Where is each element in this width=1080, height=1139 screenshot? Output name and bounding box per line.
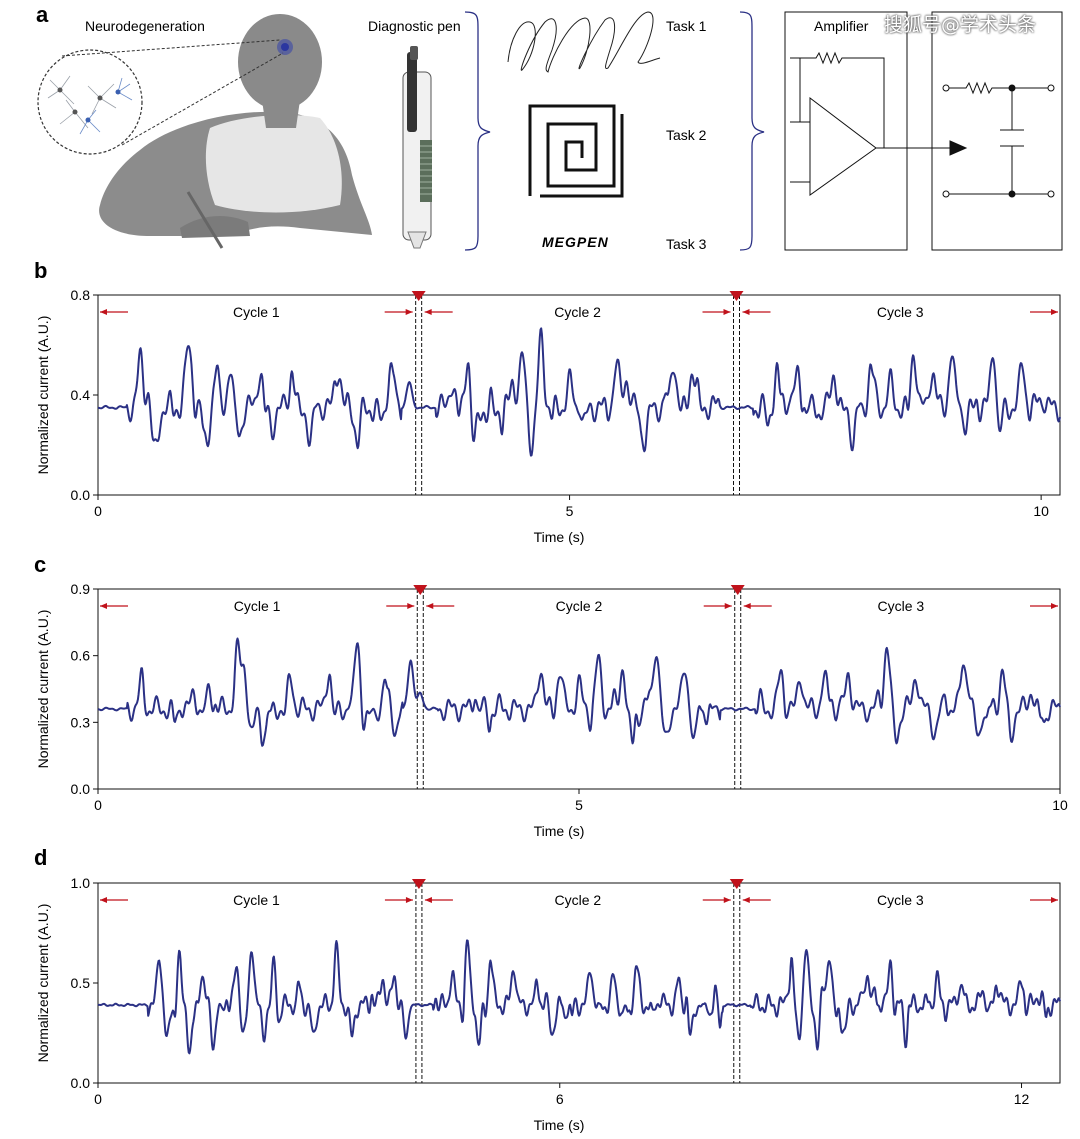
plot-frame — [97, 588, 1061, 790]
task2-square-spiral — [528, 104, 616, 196]
plot-frame — [97, 882, 1061, 1084]
cycle-label: Cycle 1 — [234, 598, 281, 614]
task-2-label: Task 2 — [666, 127, 707, 143]
cycle-label: Cycle 2 — [556, 598, 603, 614]
cycle-arrow-left-head — [424, 897, 432, 903]
x-tick-label: 0 — [94, 1091, 102, 1107]
cycle-arrow-right-head — [723, 309, 731, 315]
cycle-arrow-right-head — [405, 309, 413, 315]
y-tick-label: 0.9 — [71, 581, 91, 597]
brain-highlight-core — [281, 43, 289, 51]
watermark-text: 搜狐号@学术头条 — [884, 14, 1037, 36]
neurons-magnifier — [37, 39, 284, 155]
y-tick-label: 0.0 — [71, 487, 91, 503]
cycle-arrow-right-head — [405, 897, 413, 903]
y-axis-label: Normalized current (A.U.) — [35, 610, 51, 769]
cycle-boundary-marker — [411, 879, 426, 889]
y-tick-label: 0.5 — [71, 975, 91, 991]
cycle-arrow-left-head — [426, 603, 434, 609]
cycle-boundary-marker — [730, 585, 745, 595]
left-brace — [464, 11, 491, 251]
y-tick-label: 1.0 — [71, 875, 91, 891]
plot-frame — [97, 294, 1061, 496]
cycle-arrow-right-head — [1051, 603, 1058, 609]
cycle-boundary-marker — [413, 585, 428, 595]
x-tick-label: 12 — [1014, 1091, 1030, 1107]
cycle-arrow-left-head — [424, 309, 432, 315]
cycle-label: Cycle 3 — [878, 598, 925, 614]
diagnostic-pen-icon — [402, 46, 432, 249]
cycle-arrow-left-head — [100, 603, 107, 609]
cycle-boundary-marker — [729, 291, 744, 301]
x-axis-label: Time (s) — [534, 823, 585, 839]
x-tick-label: 6 — [556, 1091, 564, 1107]
megpen-handwriting: MEGPEN — [542, 234, 609, 250]
cycle-boundary-marker — [729, 879, 744, 889]
x-tick-label: 0 — [94, 797, 102, 813]
task-1-label: Task 1 — [666, 18, 707, 34]
y-tick-label: 0.4 — [71, 387, 91, 403]
neurodegeneration-label: Neurodegeneration — [85, 18, 205, 34]
cycle-label: Cycle 2 — [555, 892, 602, 908]
y-axis-label: Normalized current (A.U.) — [35, 904, 51, 1063]
x-tick-label: 5 — [566, 503, 574, 519]
x-tick-label: 5 — [575, 797, 583, 813]
y-tick-label: 0.3 — [71, 714, 91, 730]
patient-illustration — [99, 14, 373, 249]
panel-b-letter: b — [34, 258, 47, 283]
x-axis-label: Time (s) — [534, 1117, 585, 1133]
cycle-arrow-right-head — [1051, 309, 1058, 315]
current-trace-line — [97, 939, 1061, 1055]
cycle-arrow-right-head — [407, 603, 415, 609]
diagnostic-pen-label: Diagnostic pen — [368, 18, 461, 34]
right-brace — [739, 11, 765, 251]
amplifier-label: Amplifier — [814, 18, 869, 34]
amplifier-circuit — [784, 11, 1063, 251]
cycle-label: Cycle 3 — [877, 892, 924, 908]
cycle-arrow-right-head — [723, 897, 731, 903]
x-tick-label: 10 — [1033, 503, 1049, 519]
x-tick-label: 10 — [1052, 797, 1068, 813]
x-axis-label: Time (s) — [534, 529, 585, 545]
cycle-boundary-marker — [411, 291, 426, 301]
cycle-arrow-left-head — [742, 309, 750, 315]
panel-d-letter: d — [34, 845, 47, 870]
y-tick-label: 0.6 — [71, 648, 91, 664]
x-tick-label: 0 — [94, 503, 102, 519]
y-tick-label: 0.0 — [71, 1075, 91, 1091]
cycle-label: Cycle 3 — [877, 304, 924, 320]
y-axis-label: Normalized current (A.U.) — [35, 316, 51, 475]
cycle-arrow-left-head — [100, 309, 107, 315]
cycle-label: Cycle 1 — [233, 892, 280, 908]
current-trace-line — [97, 327, 1061, 457]
cycle-label: Cycle 2 — [554, 304, 601, 320]
cycle-label: Cycle 1 — [233, 304, 280, 320]
cycle-arrow-left-head — [100, 897, 107, 903]
cycle-arrow-right-head — [1051, 897, 1058, 903]
cycle-arrow-right-head — [724, 603, 732, 609]
panel-a-letter: a — [36, 2, 49, 27]
cycle-arrow-left-head — [742, 897, 750, 903]
current-trace-line — [97, 637, 1061, 747]
y-tick-label: 0.0 — [71, 781, 91, 797]
panel-c-letter: c — [34, 552, 46, 577]
cycle-arrow-left-head — [743, 603, 751, 609]
y-tick-label: 0.8 — [71, 287, 91, 303]
task-3-label: Task 3 — [666, 236, 707, 252]
task1-loops — [507, 11, 661, 73]
